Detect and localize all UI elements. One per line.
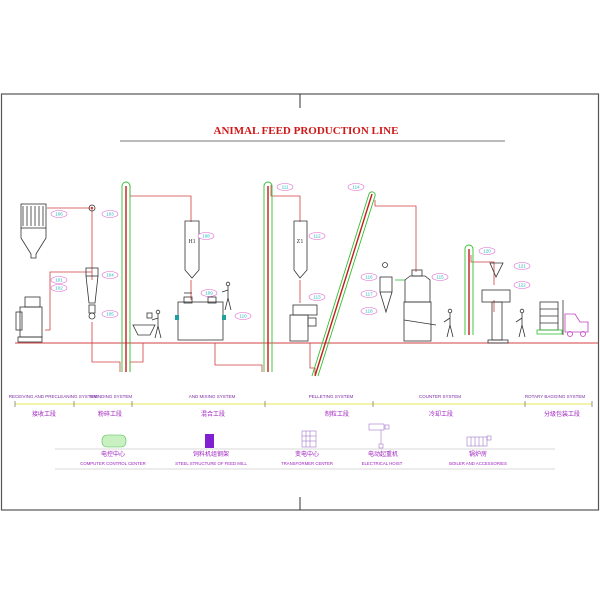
section-en-label: RECEIVING AND PRECLEANING SYSTEM xyxy=(9,394,98,399)
fan xyxy=(88,204,96,212)
equipment-tag: 112 xyxy=(313,234,321,239)
pipes xyxy=(45,185,495,375)
facility-zh-label: 电控中心 xyxy=(101,450,125,458)
equipment-tag: 122 xyxy=(518,283,526,288)
equipment-tag: 108 xyxy=(202,234,210,239)
bucket-elevator-3 xyxy=(464,244,474,335)
pallet-stack xyxy=(536,301,563,335)
equipment-tag: 106 xyxy=(55,212,63,217)
facility-zh-label: 饲料机组钢架 xyxy=(193,450,229,458)
cooler-cyclone xyxy=(379,262,405,314)
control-cabinet-icon xyxy=(101,434,127,448)
mixer xyxy=(175,292,226,341)
bin-label-z1: Z1 xyxy=(297,239,304,245)
workers xyxy=(151,281,526,339)
section-en-label: ROTARY BAGGING SYSTEM xyxy=(525,394,586,399)
diagram-title: ANIMAL FEED PRODUCTION LINE xyxy=(214,125,399,137)
bucket-elevator-2 xyxy=(263,181,273,372)
equipment-tag: 117 xyxy=(365,292,373,297)
bagging-machine xyxy=(481,289,511,344)
equipment-tag: 110 xyxy=(239,314,247,319)
receiving-pit-grinder xyxy=(15,296,43,343)
forklift xyxy=(562,300,589,337)
section-zh-label: 制粒工段 xyxy=(325,410,349,418)
inclined-conveyor xyxy=(311,191,376,377)
dust-collector xyxy=(20,203,47,259)
section-zh-label: 分级包装工段 xyxy=(544,410,580,418)
boiler-icon xyxy=(466,435,492,447)
pellet-mill xyxy=(289,304,318,342)
section-en-label: PELLETING SYSTEM xyxy=(309,394,354,399)
equipment-tag: 105 xyxy=(106,312,114,317)
section-zh-label: 接收工段 xyxy=(32,410,56,418)
section-zh-label: 混合工段 xyxy=(201,410,225,418)
section-en-label: COUNTER SYSTEM xyxy=(419,394,461,399)
facility-zh-label: 变电中心 xyxy=(295,450,319,458)
facility-zh-label: 电动起重机 xyxy=(368,450,398,458)
equipment-tags: 106 103 101 102 104 105 108 109 110 111 … xyxy=(50,183,531,320)
facility-en-label: TRANSFORMER CENTER xyxy=(281,461,333,466)
sections: RECEIVING AND PRECLEANING SYSTEM 接收工段 GR… xyxy=(9,394,586,418)
bin-label-h1: H1 xyxy=(188,239,195,245)
section-zh-label: 粉碎工段 xyxy=(98,410,122,418)
equipment-tag: 111 xyxy=(282,185,289,190)
sifter-hopper xyxy=(489,262,504,278)
equipment-tag: 101 xyxy=(55,278,63,283)
equipment-tag: 104 xyxy=(106,273,114,278)
hoist-icon xyxy=(368,423,390,449)
equipment-tag: 113 xyxy=(313,295,321,300)
facilities: 电控中心 COMPUTER CONTROL CENTER 饲料机组钢架 STEE… xyxy=(80,423,507,466)
section-zh-label: 冷却工段 xyxy=(429,410,453,418)
section-en-label: GRINDING SYSTEM xyxy=(90,394,133,399)
equipment-tag: 114 xyxy=(352,185,360,190)
equipment-tag: 103 xyxy=(106,212,114,217)
section-ticks xyxy=(14,401,593,407)
equipment-tag: 115 xyxy=(436,275,444,280)
facility-zh-label: 锅炉房 xyxy=(469,450,487,458)
facility-en-label: COMPUTER CONTROL CENTER xyxy=(80,461,146,466)
bucket-elevator-1 xyxy=(121,181,131,372)
section-en-label: AND MIXING SYSTEM xyxy=(189,394,236,399)
facility-en-label: STEEL STRUCTURE OF FEED MILL xyxy=(175,461,247,466)
facility-en-label: ELECTRICAL HOIST xyxy=(362,461,403,466)
equipment-tag: 118 xyxy=(365,309,373,314)
steel-structure-icon xyxy=(205,434,214,448)
equipment-tag: 116 xyxy=(365,275,373,280)
transformer-icon xyxy=(301,430,317,448)
feeding-hopper xyxy=(132,312,156,336)
equipment-tag: 102 xyxy=(55,286,63,291)
pellet-bin-z1: Z1 xyxy=(293,220,308,279)
counterflow-cooler xyxy=(403,269,437,342)
cyclone xyxy=(85,267,99,320)
equipment-tag: 109 xyxy=(205,291,213,296)
mixing-bin-h1: H1 xyxy=(184,220,200,279)
equipment-tag: 121 xyxy=(518,264,526,269)
equipment-tag: 120 xyxy=(483,249,491,254)
facility-en-label: BOILER AND ACCESSORIES xyxy=(449,461,507,466)
